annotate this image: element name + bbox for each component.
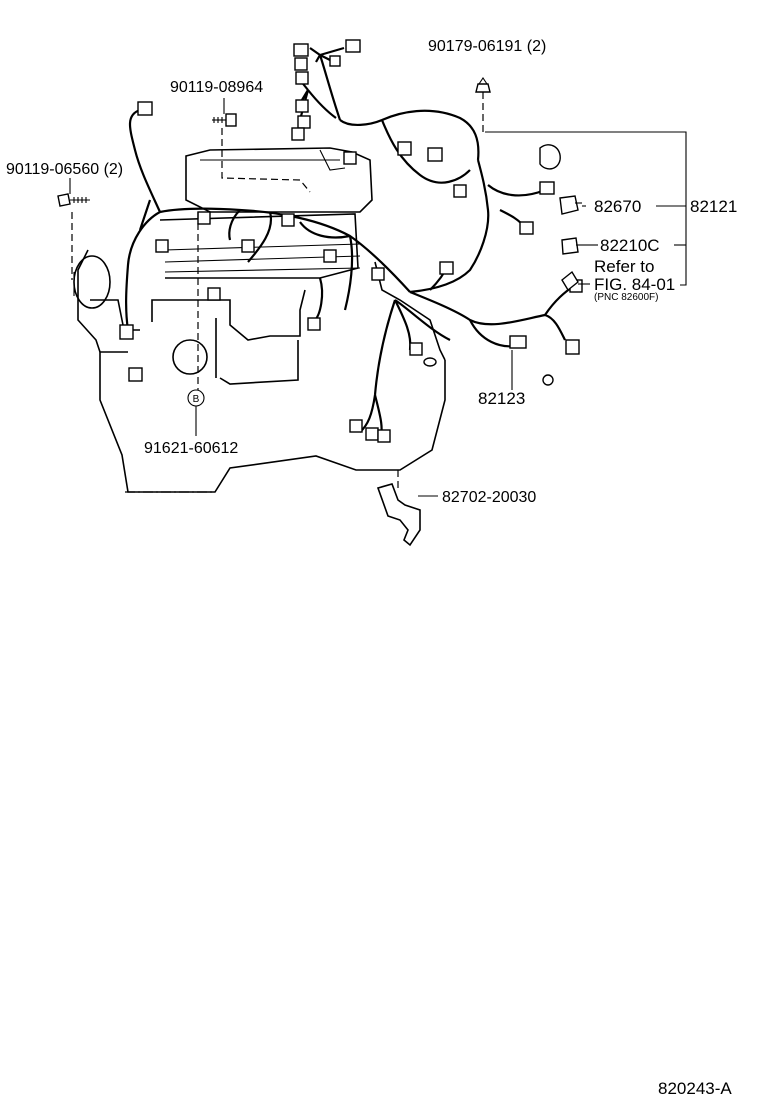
- label-90119-06560: 90119-06560 (2): [6, 161, 123, 178]
- bolt-90119-08964-icon: [212, 113, 311, 193]
- bracket-82702-icon: [376, 470, 438, 547]
- label-refer-to: Refer to: [594, 257, 654, 276]
- bolt-90119-06560-icon: [57, 193, 90, 280]
- relay-82210c-shape: [561, 237, 584, 255]
- clip-82670-shape: [559, 195, 582, 215]
- label-82121: 82121: [690, 197, 737, 216]
- grommet-marker-text: B: [193, 394, 200, 405]
- sensor-top-right-shape: [539, 144, 561, 170]
- bolt-90179-06191-icon: [475, 77, 491, 132]
- label-91621-60612: 91621-60612: [144, 440, 238, 457]
- label-90179-06191: 90179-06191 (2): [428, 38, 546, 55]
- wire-harness-82121: [125, 46, 576, 441]
- figure-id-label: 820243-A: [658, 1079, 732, 1098]
- label-82702-20030: 82702-20030: [442, 489, 536, 506]
- label-82123: 82123: [478, 389, 525, 408]
- refer-part-shape: [561, 270, 579, 292]
- label-82210c: 82210C: [600, 236, 660, 255]
- leader-lines: [69, 98, 687, 436]
- label-90119-08964: 90119-08964: [170, 79, 263, 96]
- harness-connectors: [119, 39, 583, 443]
- label-fig-84-01: FIG. 84-01: [594, 275, 675, 294]
- part-labels: 90179-06191 (2) 90119-08964 90119-06560 …: [6, 38, 737, 1098]
- label-pnc-82600f: (PNC 82600F): [594, 292, 658, 303]
- label-82670: 82670: [594, 197, 641, 216]
- grommet-b-marker-icon: B: [187, 212, 205, 407]
